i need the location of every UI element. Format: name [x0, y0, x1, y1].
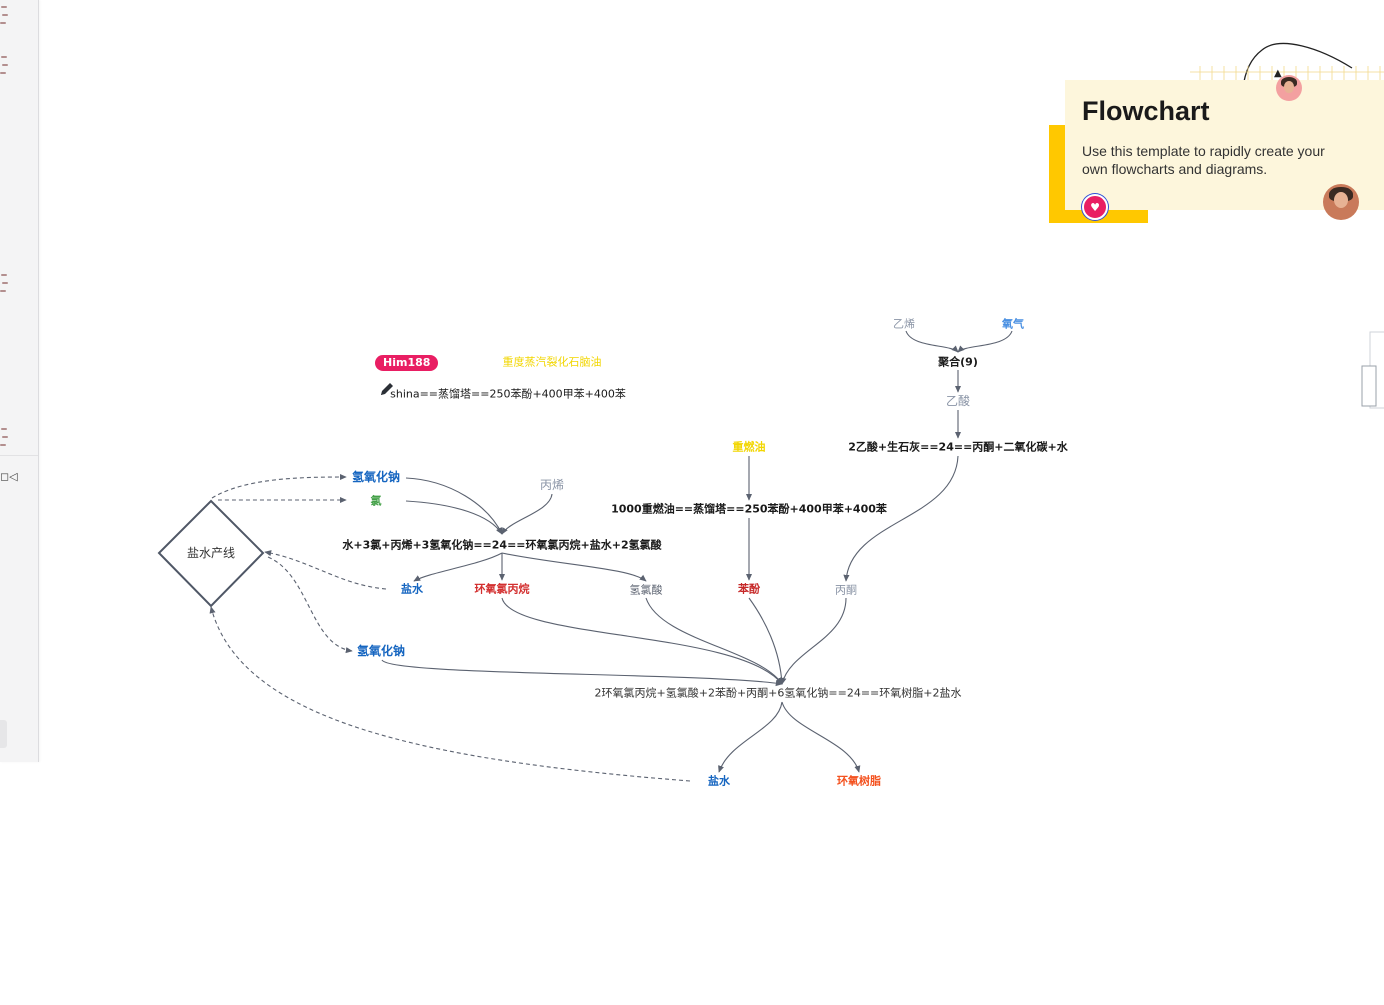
- decision-diamond[interactable]: [157, 499, 265, 608]
- edge-frame-widget[interactable]: [1360, 330, 1384, 410]
- node-acetic-acid[interactable]: 乙酸: [945, 394, 971, 408]
- avatar-icon[interactable]: [1276, 75, 1302, 101]
- slide-thumbnail[interactable]: [0, 422, 10, 456]
- slide-thumbnail[interactable]: [0, 0, 10, 34]
- avatar-icon[interactable]: [1323, 184, 1359, 220]
- pencil-note[interactable]: shina==蒸馏塔==250苯酚+400甲苯+400苯: [390, 387, 626, 401]
- edge-acetone-final[interactable]: [780, 597, 847, 685]
- edge-reaction-acetone[interactable]: [843, 455, 959, 582]
- heart-icon[interactable]: ♥: [1082, 194, 1108, 220]
- pencil-icon[interactable]: [378, 380, 396, 398]
- template-title: Flowchart: [1082, 96, 1210, 126]
- node-ethylene[interactable]: 乙烯: [893, 317, 915, 331]
- edge-propylene-reaction1[interactable]: [501, 493, 553, 535]
- panel-scroll-handle[interactable]: [0, 720, 7, 748]
- edge-naoh2-final[interactable]: [381, 659, 783, 687]
- collaborator-tag: Him188: [375, 355, 439, 371]
- edge-hcl-final[interactable]: [645, 597, 783, 685]
- node-brine2[interactable]: 盐水: [708, 774, 730, 788]
- decision-label: 盐水产线: [186, 546, 236, 560]
- node-epichlorohydrin[interactable]: 环氧氯丙烷: [474, 582, 530, 596]
- cursor-icon: ▲: [1274, 68, 1282, 79]
- edge-brine2-diamond[interactable]: [209, 606, 691, 782]
- edge-naoh-reaction1[interactable]: [405, 477, 503, 535]
- speaker-icon[interactable]: ◻◁: [0, 470, 18, 483]
- node-naoh2[interactable]: 氢氧化钠: [356, 644, 406, 658]
- left-panel: ◻◁: [0, 0, 39, 762]
- edge-final-brine2[interactable]: [718, 701, 783, 773]
- node-oxygen[interactable]: 氧气: [1002, 317, 1024, 331]
- edge-chlorine-reaction1[interactable]: [405, 500, 503, 535]
- slide-thumbnail[interactable]: [0, 50, 10, 84]
- template-description: Use this template to rapidly create your…: [1082, 143, 1325, 177]
- node-brine1[interactable]: 盐水: [401, 582, 423, 596]
- node-heavy-oil[interactable]: 重燃油: [732, 440, 766, 454]
- edge-ethylene-polymerize[interactable]: [905, 330, 959, 353]
- node-reaction-acetone[interactable]: 2乙酸+生石灰==24==丙酮+二氧化碳+水: [848, 440, 1068, 454]
- node-chlorine[interactable]: 氯: [370, 494, 382, 508]
- edge-final-epoxy[interactable]: [781, 701, 861, 773]
- node-reaction1[interactable]: 水+3氯+丙烯+3氢氧化钠==24==环氧氯丙烷+盐水+2氢氯酸: [342, 538, 662, 552]
- title-note[interactable]: 重度蒸汽裂化石脑油: [502, 355, 602, 369]
- node-polymerize[interactable]: 聚合(9): [938, 355, 978, 369]
- edge-diamond-naoh[interactable]: [211, 473, 347, 499]
- node-reaction-final[interactable]: 2环氧氯丙烷+氢氯酸+2苯酚+丙酮+6氢氧化钠==24==环氧树脂+2盐水: [594, 686, 962, 700]
- edge-diamond-naoh2[interactable]: [267, 556, 353, 654]
- edge-reaction1-hcl[interactable]: [501, 552, 647, 582]
- panel-divider: [0, 455, 38, 456]
- node-naoh[interactable]: 氢氧化钠: [351, 470, 401, 484]
- edge-reaction1-brine[interactable]: [413, 552, 503, 582]
- node-distill[interactable]: 1000重燃油==蒸馏塔==250苯酚+400甲苯+400苯: [611, 502, 887, 516]
- edge-epichloro-final[interactable]: [501, 597, 783, 685]
- edge-oxygen-polymerize[interactable]: [957, 330, 1013, 353]
- node-propylene[interactable]: 丙烯: [539, 478, 565, 492]
- node-hcl[interactable]: 氢氯酸: [629, 583, 663, 597]
- node-phenol[interactable]: 苯酚: [738, 582, 760, 596]
- card-accent-bar: [1049, 125, 1065, 223]
- slide-thumbnail[interactable]: [0, 268, 10, 302]
- node-acetone[interactable]: 丙酮: [835, 583, 857, 597]
- edge-phenol-final[interactable]: [748, 597, 785, 685]
- edge-brine-diamond[interactable]: [264, 550, 387, 590]
- node-epoxy[interactable]: 环氧树脂: [837, 774, 881, 788]
